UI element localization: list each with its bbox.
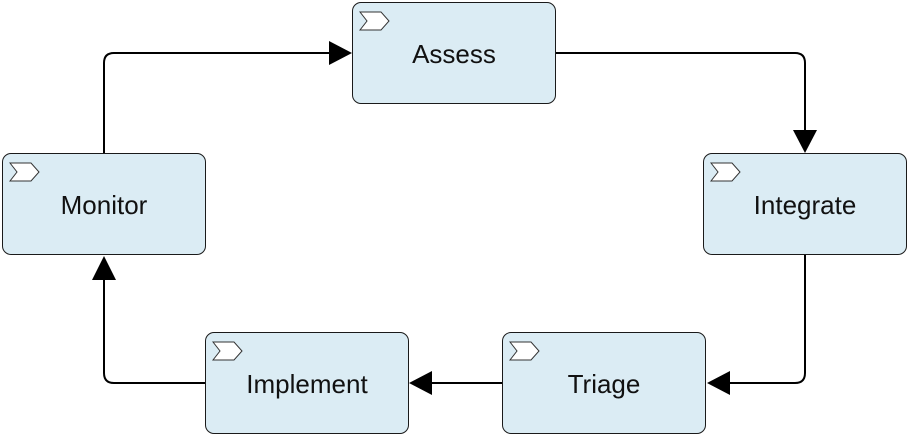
- arrowhead-icon: [707, 371, 730, 395]
- arrowhead-icon: [793, 130, 817, 153]
- chevron-icon: [359, 11, 390, 31]
- connector-monitor-assess: [103, 41, 352, 153]
- node-triage[interactable]: Triage: [502, 332, 706, 434]
- node-label: Integrate: [753, 189, 857, 220]
- node-label: Implement: [246, 368, 368, 399]
- node-label: Triage: [567, 368, 641, 399]
- chevron-icon: [212, 341, 243, 361]
- node-label: Monitor: [60, 189, 148, 220]
- arrowhead-icon: [92, 256, 116, 280]
- arrowhead-icon: [409, 371, 432, 395]
- node-monitor[interactable]: Monitor: [2, 153, 206, 255]
- node-integrate[interactable]: Integrate: [703, 153, 907, 255]
- connector-implement-monitor: [92, 256, 205, 384]
- chevron-icon: [9, 162, 40, 182]
- connector-triage-implement: [409, 371, 502, 395]
- chevron-icon: [710, 162, 741, 182]
- chevron-icon: [509, 341, 540, 361]
- arrowhead-icon: [329, 41, 352, 65]
- connector-assess-integrate: [556, 52, 817, 153]
- node-label: Assess: [412, 38, 496, 69]
- node-assess[interactable]: Assess: [352, 2, 556, 104]
- connector-integrate-triage: [707, 255, 806, 395]
- node-implement[interactable]: Implement: [205, 332, 409, 434]
